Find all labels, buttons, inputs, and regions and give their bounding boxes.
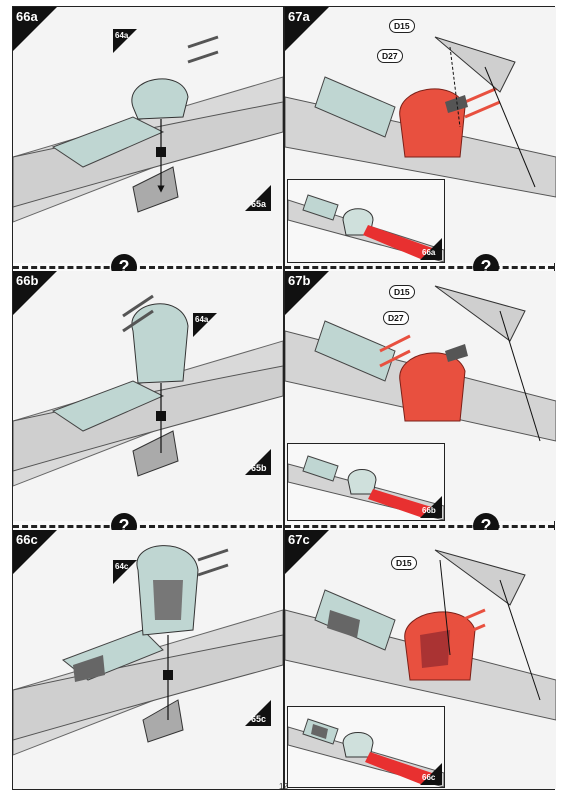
inset-tag-badge <box>420 238 442 260</box>
step-number: 66a <box>16 9 38 24</box>
part-callout-d27: D27 <box>377 49 403 63</box>
option-divider <box>13 525 554 528</box>
column-divider <box>283 7 285 789</box>
part-callout-d15: D15 <box>389 19 415 33</box>
detail-inset: 66c <box>287 706 445 788</box>
detail-inset: 66a <box>287 179 445 263</box>
part-tag-badge <box>113 29 137 53</box>
step-67b-illustration <box>285 285 556 442</box>
option-divider <box>13 266 554 269</box>
instruction-page: 66a 64a 65a 67a D15 D27 <box>12 6 556 791</box>
part-tag-badge <box>113 560 137 584</box>
inset-tag-badge <box>420 763 442 785</box>
part-tag: 64a <box>115 31 129 40</box>
step-67c-panel: 67c D15 66c <box>285 530 556 789</box>
reference-tag: 65b <box>251 463 267 473</box>
reference-tag: 65a <box>251 199 267 209</box>
step-66c-illustration <box>13 545 283 756</box>
step-number-badge <box>285 271 329 315</box>
step-66a-panel: 66a 64a 65a <box>13 7 283 263</box>
step-number: 67a <box>288 9 310 24</box>
inset-tag: 66c <box>422 773 436 782</box>
part-tag-badge <box>193 313 217 337</box>
step-number: 66c <box>16 532 38 547</box>
inset-tag-badge <box>420 496 442 518</box>
step-number: 66b <box>16 273 39 288</box>
step-67a-illustration <box>285 36 556 198</box>
step-number-badge <box>13 7 57 51</box>
reference-tag-badge <box>245 700 271 726</box>
inset-tag: 66a <box>422 248 436 257</box>
step-67a-panel: 67a D15 D27 66a <box>285 7 556 263</box>
reference-tag-badge <box>245 185 271 211</box>
inset-illustration <box>288 194 444 262</box>
part-tag: 64a <box>195 315 209 324</box>
step-number: 67c <box>288 532 310 547</box>
part-callout-d27: D27 <box>383 311 409 325</box>
step-66a-illustration <box>13 35 283 223</box>
step-number: 67b <box>288 273 311 288</box>
step-number-badge <box>13 271 57 315</box>
reference-tag-badge <box>245 449 271 475</box>
part-callout-d15: D15 <box>389 285 415 299</box>
inset-illustration <box>288 455 444 520</box>
inset-tag: 66b <box>422 506 436 515</box>
part-tag: 64c <box>115 562 129 571</box>
page-number: 12 <box>279 782 288 791</box>
part-callout-d15: D15 <box>391 556 417 570</box>
step-67b-panel: 67b D15 D27 66b <box>285 271 556 521</box>
step-number-badge <box>285 7 329 51</box>
step-number-badge <box>13 530 57 574</box>
step-67c-illustration <box>285 549 556 721</box>
step-66c-panel: 66c 64c 65c <box>13 530 283 789</box>
step-66b-illustration <box>13 294 283 487</box>
inset-illustration <box>288 718 444 787</box>
detail-inset: 66b <box>287 443 445 521</box>
reference-tag: 65c <box>251 714 267 724</box>
step-66b-panel: 66b 64a 65b <box>13 271 283 521</box>
step-number-badge <box>285 530 329 574</box>
